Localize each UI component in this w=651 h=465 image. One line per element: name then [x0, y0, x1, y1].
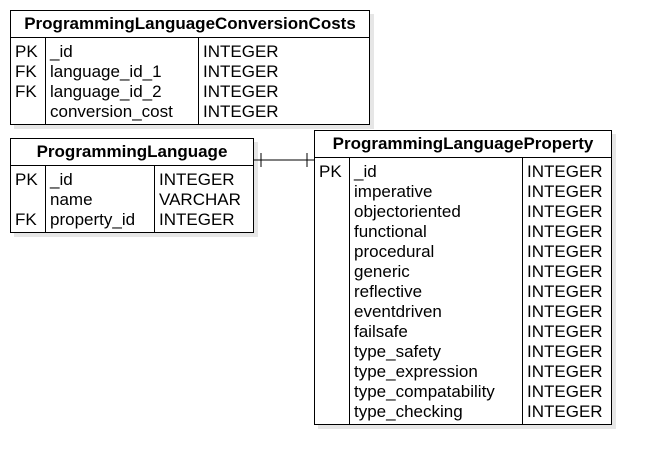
attribute-row: PK _id INTEGER [11, 170, 253, 190]
attribute-row: FK language_id_1 INTEGER [11, 62, 369, 82]
attribute-row: type_checking INTEGER [315, 402, 611, 422]
attribute-row: type_compatability INTEGER [315, 382, 611, 402]
attribute-name: reflective [354, 282, 423, 301]
attribute-row: generic INTEGER [315, 262, 611, 282]
attribute-type: INTEGER [527, 402, 603, 421]
attribute-row: FK property_id INTEGER [11, 210, 253, 230]
attribute-name: type_checking [354, 402, 463, 421]
column-divider [45, 38, 46, 125]
attribute-row: failsafe INTEGER [315, 322, 611, 342]
attribute-type: INTEGER [527, 282, 603, 301]
attribute-name: _id [50, 170, 73, 189]
attribute-name: eventdriven [354, 302, 442, 321]
attribute-type: INTEGER [203, 102, 279, 121]
attribute-row: conversion_cost INTEGER [11, 102, 369, 122]
attribute-type: INTEGER [203, 62, 279, 81]
attribute-name: type_safety [354, 342, 441, 361]
attribute-type: INTEGER [159, 210, 235, 229]
attribute-name: generic [354, 262, 410, 281]
attribute-type: INTEGER [527, 342, 603, 361]
attribute-type: INTEGER [527, 362, 603, 381]
attribute-type: INTEGER [527, 262, 603, 281]
attribute-name: procedural [354, 242, 435, 261]
column-divider [349, 158, 350, 425]
entity-programming-language-conversion-costs[interactable]: ProgrammingLanguageConversionCosts PK _id… [10, 10, 370, 125]
column-divider [45, 166, 46, 233]
attribute-name: name [50, 190, 93, 209]
attribute-type: INTEGER [203, 82, 279, 101]
attribute-name: language_id_1 [50, 62, 162, 81]
attribute-name: imperative [354, 182, 433, 201]
attribute-row: FK language_id_2 INTEGER [11, 82, 369, 102]
attribute-key: PK [15, 170, 38, 189]
attribute-row: PK _id INTEGER [11, 42, 369, 62]
attribute-key: PK [319, 162, 342, 181]
attribute-key: FK [15, 210, 37, 229]
entity-title: ProgrammingLanguage [11, 139, 253, 166]
attribute-type: VARCHAR [159, 190, 241, 209]
attribute-key: FK [15, 62, 37, 81]
entity-title: ProgrammingLanguageProperty [315, 131, 611, 158]
attribute-row: PK _id INTEGER [315, 162, 611, 182]
attribute-key: PK [15, 42, 38, 61]
attribute-type: INTEGER [527, 302, 603, 321]
attribute-key: FK [15, 82, 37, 101]
attribute-type: INTEGER [527, 382, 603, 401]
attribute-name: _id [354, 162, 377, 181]
attribute-name: type_compatability [354, 382, 495, 401]
attribute-name: objectoriented [354, 202, 461, 221]
attribute-row: procedural INTEGER [315, 242, 611, 262]
attribute-row: type_safety INTEGER [315, 342, 611, 362]
attribute-name: _id [50, 42, 73, 61]
attribute-name: conversion_cost [50, 102, 173, 121]
attribute-row: functional INTEGER [315, 222, 611, 242]
attribute-type: INTEGER [527, 182, 603, 201]
attribute-name: language_id_2 [50, 82, 162, 101]
attribute-row: eventdriven INTEGER [315, 302, 611, 322]
attribute-type: INTEGER [527, 202, 603, 221]
column-divider [198, 38, 199, 125]
attribute-type: INTEGER [159, 170, 235, 189]
column-divider [154, 166, 155, 233]
attribute-row: name VARCHAR [11, 190, 253, 210]
column-divider [522, 158, 523, 425]
attribute-type: INTEGER [527, 222, 603, 241]
attribute-row: imperative INTEGER [315, 182, 611, 202]
entity-title: ProgrammingLanguageConversionCosts [11, 11, 369, 38]
attribute-row: objectoriented INTEGER [315, 202, 611, 222]
attribute-type: INTEGER [203, 42, 279, 61]
attribute-type: INTEGER [527, 242, 603, 261]
attribute-row: reflective INTEGER [315, 282, 611, 302]
attribute-name: failsafe [354, 322, 408, 341]
attribute-name: type_expression [354, 362, 478, 381]
attribute-type: INTEGER [527, 322, 603, 341]
attribute-row: type_expression INTEGER [315, 362, 611, 382]
attribute-name: property_id [50, 210, 136, 229]
attribute-name: functional [354, 222, 427, 241]
attribute-type: INTEGER [527, 162, 603, 181]
